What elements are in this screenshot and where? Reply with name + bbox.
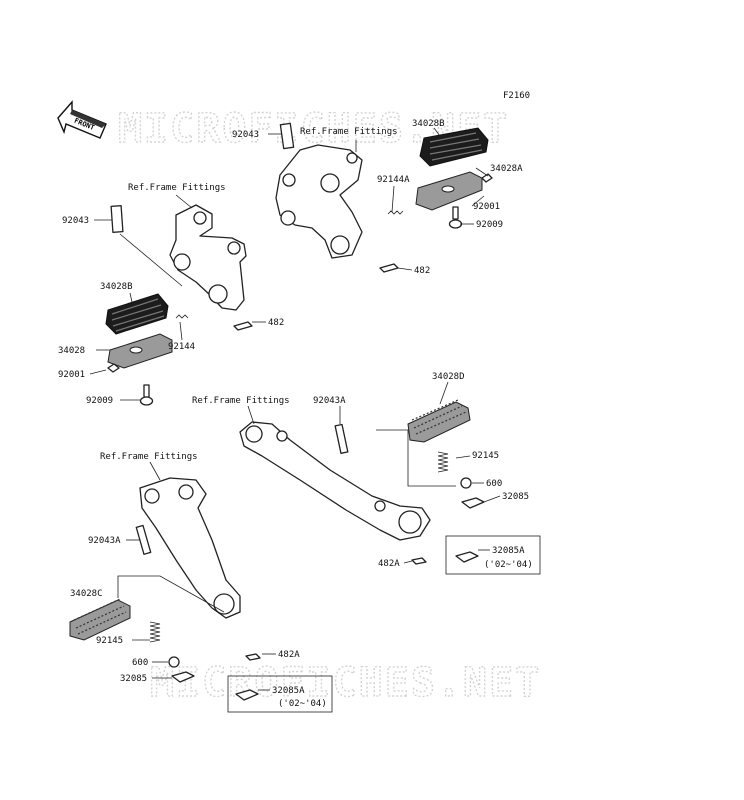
top-left-assembly bbox=[105, 204, 253, 406]
pin-92043-tl bbox=[110, 205, 124, 233]
label-92145-l: 92145 bbox=[96, 636, 123, 646]
spring-92145-l bbox=[149, 621, 161, 643]
washer-482-tr bbox=[379, 263, 399, 273]
label-92009-tr: 92009 bbox=[476, 220, 503, 230]
watermark-bottom: MICROFICHES.NET bbox=[150, 660, 541, 706]
figure-code: F2160 bbox=[503, 91, 530, 101]
spring-92144 bbox=[175, 314, 189, 319]
label-600-l: 600 bbox=[132, 658, 148, 668]
plate-32085-l bbox=[171, 671, 195, 683]
box-32085A-r bbox=[445, 535, 541, 575]
bracket-lower-left bbox=[139, 477, 241, 619]
pin-92043-tr bbox=[279, 122, 295, 150]
label-ref-frame-fittings-mid: Ref.Frame Fittings bbox=[192, 396, 290, 406]
top-right-assembly bbox=[275, 122, 493, 273]
label-32085-r: 32085 bbox=[502, 492, 529, 502]
label-92145-r: 92145 bbox=[472, 451, 499, 461]
label-34028C: 34028C bbox=[70, 589, 103, 599]
label-482A-r: 482A bbox=[378, 559, 400, 569]
label-92001-l: 92001 bbox=[58, 370, 85, 380]
ball-600-r bbox=[460, 477, 472, 489]
washer-482A-l bbox=[245, 653, 261, 661]
mid-right-assembly bbox=[239, 399, 541, 575]
label-92009-l: 92009 bbox=[86, 396, 113, 406]
label-482A-l: 482A bbox=[278, 650, 300, 660]
label-32085A-r: 32085A bbox=[492, 546, 525, 556]
pin-92043A-mid bbox=[334, 423, 349, 454]
label-34028: 34028 bbox=[58, 346, 85, 356]
label-92043A-mid: 92043A bbox=[313, 396, 346, 406]
footpeg-rubber-34028B-l bbox=[105, 293, 169, 335]
label-34028A: 34028A bbox=[490, 164, 523, 174]
label-34028B-tr: 34028B bbox=[412, 119, 445, 129]
label-ref-frame-fittings-lower-left: Ref.Frame Fittings bbox=[100, 452, 198, 462]
bolt-92001-l bbox=[107, 363, 120, 373]
label-32085-l: 32085 bbox=[120, 674, 147, 684]
label-32085A-l: 32085A bbox=[272, 686, 305, 696]
leader-lines bbox=[89, 127, 501, 691]
footpeg-34028D bbox=[407, 399, 471, 443]
spring-92145-r bbox=[437, 451, 449, 473]
label-600-r: 600 bbox=[486, 479, 502, 489]
box-32085A-l bbox=[227, 675, 333, 713]
ball-600-l bbox=[168, 656, 180, 668]
label-92043-tl: 92043 bbox=[62, 216, 89, 226]
label-482-l: 482 bbox=[268, 318, 284, 328]
label-92043-tr: 92043 bbox=[232, 130, 259, 140]
label-year-range-l: ('02~'04) bbox=[278, 699, 327, 709]
label-92144: 92144 bbox=[168, 342, 195, 352]
part-labels: Ref.Frame Fittings 92043 34028B 34028A 9… bbox=[58, 119, 533, 709]
bolt-92001-tr bbox=[481, 173, 493, 183]
label-92043A-l: 92043A bbox=[88, 536, 121, 546]
plate-32085A-l bbox=[235, 689, 259, 701]
footpeg-34028C bbox=[69, 598, 131, 641]
label-92144A: 92144A bbox=[377, 175, 410, 185]
front-arrow-icon: FRONT bbox=[57, 100, 107, 139]
washer-482-l bbox=[233, 321, 253, 331]
bolt-92009-l bbox=[139, 384, 154, 406]
label-ref-frame-fittings-top-left: Ref.Frame Fittings bbox=[128, 183, 226, 193]
bolt-92009-tr bbox=[448, 206, 463, 229]
label-34028B-l: 34028B bbox=[100, 282, 133, 292]
plate-32085-r bbox=[461, 497, 485, 509]
washer-482A-r bbox=[411, 557, 427, 565]
label-year-range-r: ('02~'04) bbox=[484, 560, 533, 570]
footpeg-rubber-34028B-tr bbox=[419, 127, 489, 167]
plate-32085A-r bbox=[455, 551, 479, 563]
label-ref-frame-fittings-top-right: Ref.Frame Fittings bbox=[300, 127, 398, 137]
label-34028D: 34028D bbox=[432, 372, 465, 382]
label-92001-tr: 92001 bbox=[473, 202, 500, 212]
pin-92043A-l bbox=[135, 524, 152, 555]
spring-92144A bbox=[387, 210, 404, 215]
label-482-tr: 482 bbox=[414, 266, 430, 276]
